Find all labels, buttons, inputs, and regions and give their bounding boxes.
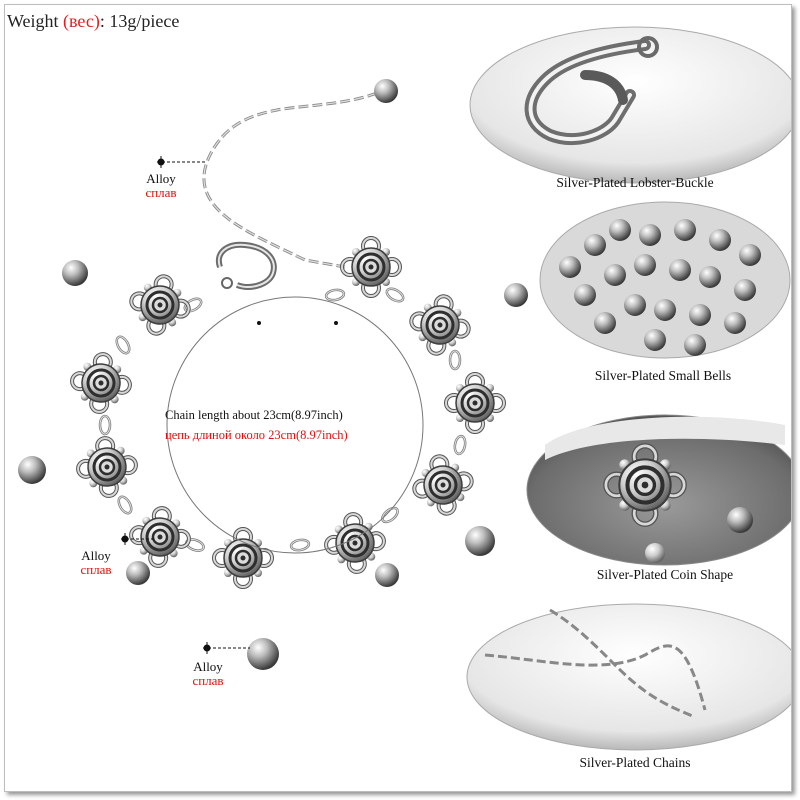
alloy-label: Alloy сплав <box>136 172 186 200</box>
alloy-label-ru: сплав <box>192 673 224 688</box>
alloy-callouts <box>121 156 250 654</box>
alloy-label: Alloy сплав <box>71 549 121 577</box>
caption-coin-shape: Silver-Plated Coin Shape <box>596 567 734 582</box>
caption-small-bells: Silver-Plated Small Bells <box>594 368 732 383</box>
detail-chains <box>466 603 791 751</box>
detail-small-bells <box>539 201 791 359</box>
chain-length-ru: цепь длиной около 23cm(8.97inch) <box>165 428 348 442</box>
weight-label: Weight (вес): 13g/piece <box>7 11 179 32</box>
detail-lobster-buckle <box>469 26 791 184</box>
chain-length-ring <box>166 296 424 554</box>
alloy-label-en: Alloy <box>146 171 176 186</box>
caption-chains: Silver-Plated Chains <box>579 755 691 770</box>
alloy-label: Alloy сплав <box>183 660 233 688</box>
alloy-label-en: Alloy <box>81 548 111 563</box>
weight-label-en: Weight <box>7 11 64 31</box>
alloy-label-ru: сплав <box>80 562 112 577</box>
bracelet-bells <box>18 260 528 670</box>
caption-lobster-buckle: Silver-Plated Lobster-Buckle <box>556 175 714 190</box>
chain-length-label: Chain length about 23cm(8.97inch) цепь д… <box>165 405 415 445</box>
lobster-clasp <box>215 241 277 290</box>
weight-label-ru: (вес) <box>63 11 100 31</box>
alloy-label-en: Alloy <box>193 659 223 674</box>
chain-length-en: Chain length about 23cm(8.97inch) <box>165 408 343 422</box>
product-image: Weight (вес): 13g/piece Alloy сплав Allo… <box>4 4 792 792</box>
alloy-label-ru: сплав <box>145 185 177 200</box>
extension-chain <box>202 79 398 269</box>
bracelet-illustration <box>18 26 791 751</box>
detail-coin-shape <box>526 414 791 566</box>
weight-value: : 13g/piece <box>99 11 180 31</box>
